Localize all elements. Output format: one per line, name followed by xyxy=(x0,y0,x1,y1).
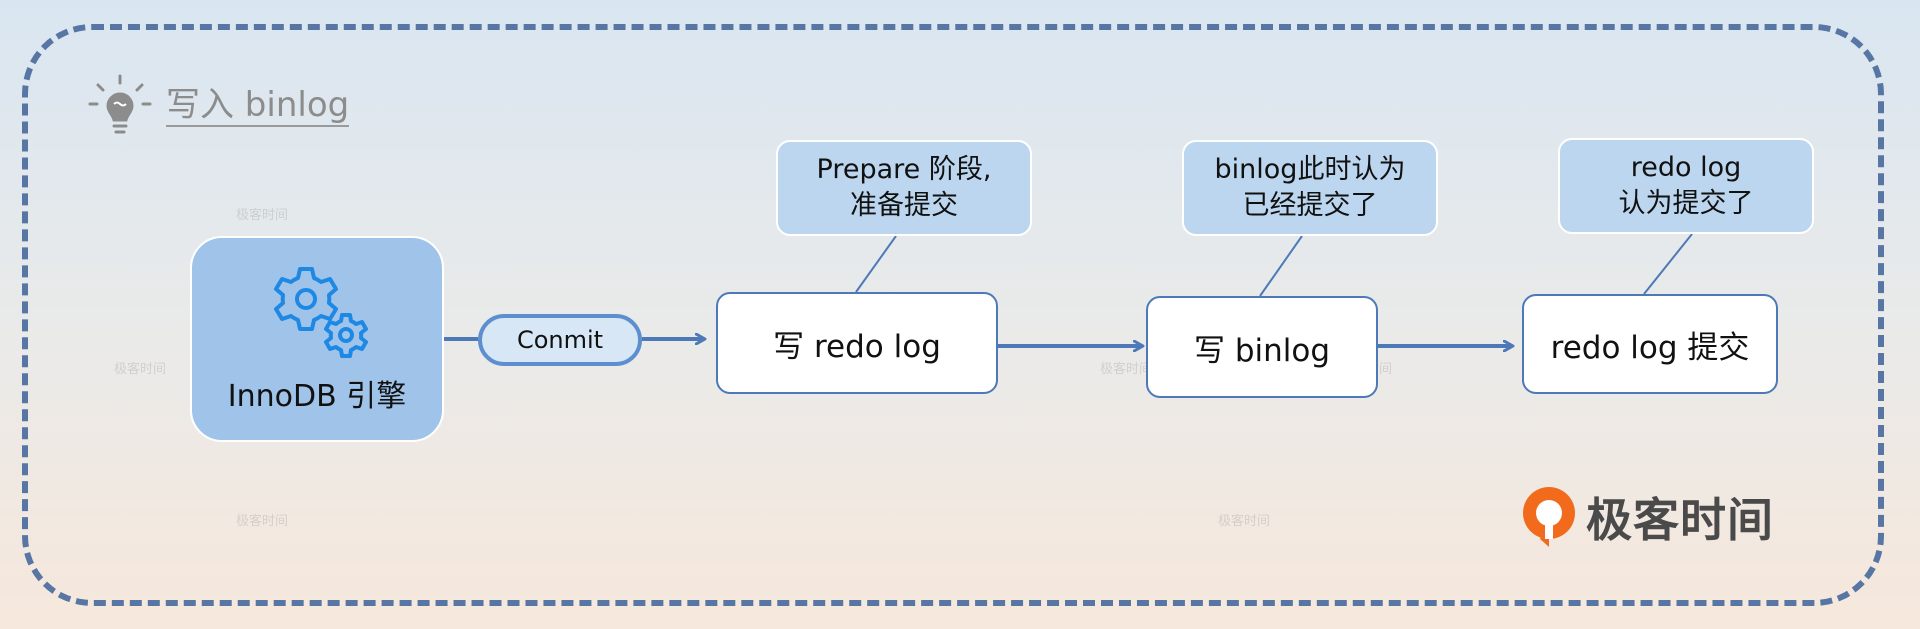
note-prepare-phase: Prepare 阶段, 准备提交 xyxy=(776,140,1032,236)
watermark: 极客时间 xyxy=(1100,362,1153,377)
callout-leader xyxy=(1643,233,1693,295)
note-line: Prepare 阶段, xyxy=(816,154,992,185)
commit-connector-label: Conmit xyxy=(478,314,642,366)
brand-name: 极客时间 xyxy=(1586,493,1774,547)
title-label: 写入 binlog xyxy=(166,85,350,127)
lightbulb-icon xyxy=(88,74,152,134)
watermark: 极客时间 xyxy=(236,514,289,529)
innodb-engine-node: InnoDB 引擎 xyxy=(190,236,444,442)
step-label: 写 binlog xyxy=(1193,332,1331,369)
note-redo-log-committed: redo log 认为提交了 xyxy=(1558,138,1814,234)
note-line: binlog此时认为 xyxy=(1214,154,1406,185)
callout-leader xyxy=(1259,235,1303,297)
note-line: 准备提交 xyxy=(850,190,958,221)
geektime-logo: 极客时间 xyxy=(1520,484,1774,550)
engine-label: InnoDB 引擎 xyxy=(227,379,407,414)
step-write-redo-log: 写 redo log xyxy=(716,292,998,394)
note-line: 已经提交了 xyxy=(1242,190,1378,221)
watermark: 极客时间 xyxy=(114,362,167,377)
geektime-logo-icon xyxy=(1523,487,1575,547)
callout-leader xyxy=(855,235,897,293)
dashed-frame xyxy=(22,24,1884,606)
note-binlog-committed: binlog此时认为 已经提交了 xyxy=(1182,140,1438,236)
watermark: 极客时间 xyxy=(236,208,289,223)
watermark: 极客时间 xyxy=(1218,514,1271,529)
gears-icon xyxy=(274,267,368,358)
step-label: 写 redo log xyxy=(773,328,941,365)
note-line: 认为提交了 xyxy=(1618,188,1754,219)
note-line: redo log xyxy=(1630,152,1742,183)
step-label: redo log 提交 xyxy=(1550,329,1750,366)
diagram-title: 写入 binlog xyxy=(88,74,350,138)
step-redo-log-commit: redo log 提交 xyxy=(1522,294,1778,394)
step-write-binlog: 写 binlog xyxy=(1146,296,1378,398)
